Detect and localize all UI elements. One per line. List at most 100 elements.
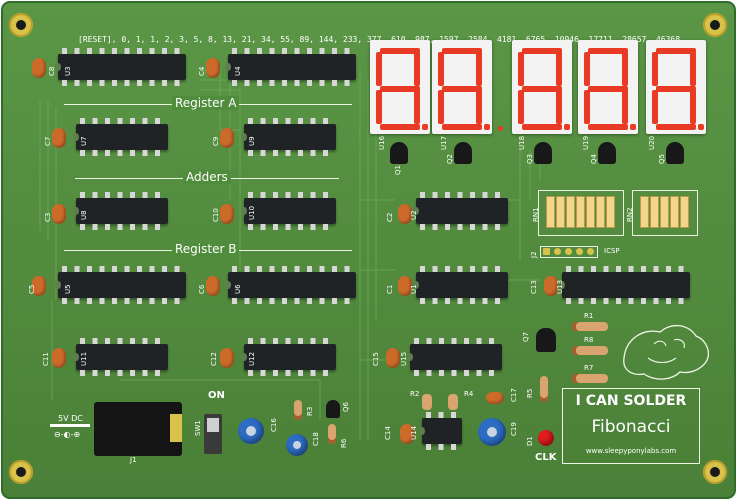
capacitor-c9 <box>220 128 234 148</box>
ref-q5: Q5 <box>658 154 666 164</box>
segment <box>522 86 562 92</box>
ref-rn2: RN2 <box>626 207 634 222</box>
chip-u11 <box>73 338 168 376</box>
title-text: I CAN SOLDER <box>575 393 687 409</box>
ref-c10: C10 <box>212 208 220 222</box>
resistor-r7 <box>572 374 608 383</box>
led-d1 <box>538 430 554 446</box>
power-switch-sw1[interactable] <box>204 414 222 454</box>
ref-q4: Q4 <box>590 154 598 164</box>
segment-dp <box>564 124 570 130</box>
capacitor-c18 <box>286 434 308 456</box>
clk-label: CLK <box>535 452 557 463</box>
ref-c11: C11 <box>42 352 50 366</box>
capacitor-c14 <box>400 424 414 444</box>
segment <box>556 52 562 86</box>
site-text: www.sleepyponylabs.com <box>585 447 677 455</box>
resistor-element <box>596 196 605 228</box>
ref-c13: C13 <box>530 280 538 294</box>
mounting-hole-bottom-right <box>703 460 727 484</box>
segment <box>476 52 482 86</box>
ref-u18: U18 <box>518 135 526 150</box>
resistor-r1 <box>572 322 608 331</box>
mounting-hole-top-left <box>9 13 33 37</box>
dc-jack-j1[interactable] <box>94 402 182 456</box>
chip-u13 <box>559 266 690 304</box>
resistor-r3 <box>294 400 302 420</box>
transistor-q6 <box>326 400 340 418</box>
capacitor-c16 <box>238 418 264 444</box>
transistor-q3 <box>534 142 552 164</box>
chip-u12 <box>241 338 336 376</box>
ref-c12: C12 <box>210 352 218 366</box>
ref-u4: U4 <box>234 66 242 76</box>
capacitor-c7 <box>52 128 66 148</box>
power-polarity-icon: ⊖-◐-⊕ <box>54 430 81 439</box>
resistor-r8 <box>572 346 608 355</box>
ref-u1: U1 <box>410 284 418 294</box>
chip-u10 <box>241 192 336 230</box>
capacitor-c15 <box>386 348 400 368</box>
ref-r3: R3 <box>306 406 314 416</box>
ref-q1: Q1 <box>394 165 402 175</box>
chip-u3 <box>55 48 186 86</box>
mounting-hole-bottom-left <box>9 460 33 484</box>
segment <box>622 52 628 86</box>
resistor-element <box>566 196 575 228</box>
chip-u5 <box>55 266 186 304</box>
ref-d1: D1 <box>526 436 534 446</box>
ref-r7: R7 <box>584 364 594 372</box>
power-label: 5V DC <box>58 414 83 423</box>
ref-c9: C9 <box>212 136 220 146</box>
segment <box>414 52 420 86</box>
adders-heading: Adders <box>183 170 231 184</box>
segment <box>438 52 444 86</box>
sequence-label: [RESET], 0, 1, 1, 2, 3, 5, 8, 13, 21, 34… <box>78 35 680 44</box>
ref-r5: R5 <box>526 388 534 398</box>
display-digit-5 <box>646 40 706 134</box>
segment-dp <box>422 124 428 130</box>
capacitor-c4 <box>206 58 220 78</box>
segment <box>442 86 482 92</box>
ref-c2: C2 <box>386 212 394 222</box>
segment <box>438 90 444 124</box>
capacitor-c11 <box>52 348 66 368</box>
resistor-element <box>556 196 565 228</box>
segment <box>584 52 590 86</box>
segment <box>656 48 696 54</box>
segment <box>656 124 696 130</box>
segment <box>588 124 628 130</box>
segment <box>442 124 482 130</box>
resistor-element <box>546 196 555 228</box>
ref-j2: J2 <box>530 251 538 258</box>
resistor-r5 <box>540 376 548 402</box>
ref-rn1: RN1 <box>532 207 540 222</box>
resistor-element <box>680 196 689 228</box>
ref-c19: C19 <box>510 422 518 436</box>
ref-c5: C5 <box>28 284 36 294</box>
segment <box>376 90 382 124</box>
ref-u16: U16 <box>378 135 386 150</box>
chip-u6 <box>225 266 356 304</box>
display-decimal-point <box>498 126 503 131</box>
resistor-element <box>660 196 669 228</box>
segment <box>584 90 590 124</box>
segment <box>690 90 696 124</box>
ref-u9: U9 <box>248 136 256 146</box>
ref-j1: J1 <box>130 456 137 464</box>
mounting-hole-top-right <box>703 13 727 37</box>
resistor-element <box>576 196 585 228</box>
capacitor-c3 <box>52 204 66 224</box>
display-digit-1 <box>370 40 430 134</box>
switch-label: ON <box>208 390 225 401</box>
resistor-element <box>606 196 615 228</box>
ref-u17: U17 <box>440 135 448 150</box>
segment <box>556 90 562 124</box>
segment <box>518 52 524 86</box>
chip-u9 <box>241 118 336 156</box>
ref-u19: U19 <box>582 135 590 150</box>
ref-r8: R8 <box>584 336 594 344</box>
capacitor-c10 <box>220 204 234 224</box>
capacitor-c17 <box>486 392 504 404</box>
ref-r2: R2 <box>410 390 420 398</box>
